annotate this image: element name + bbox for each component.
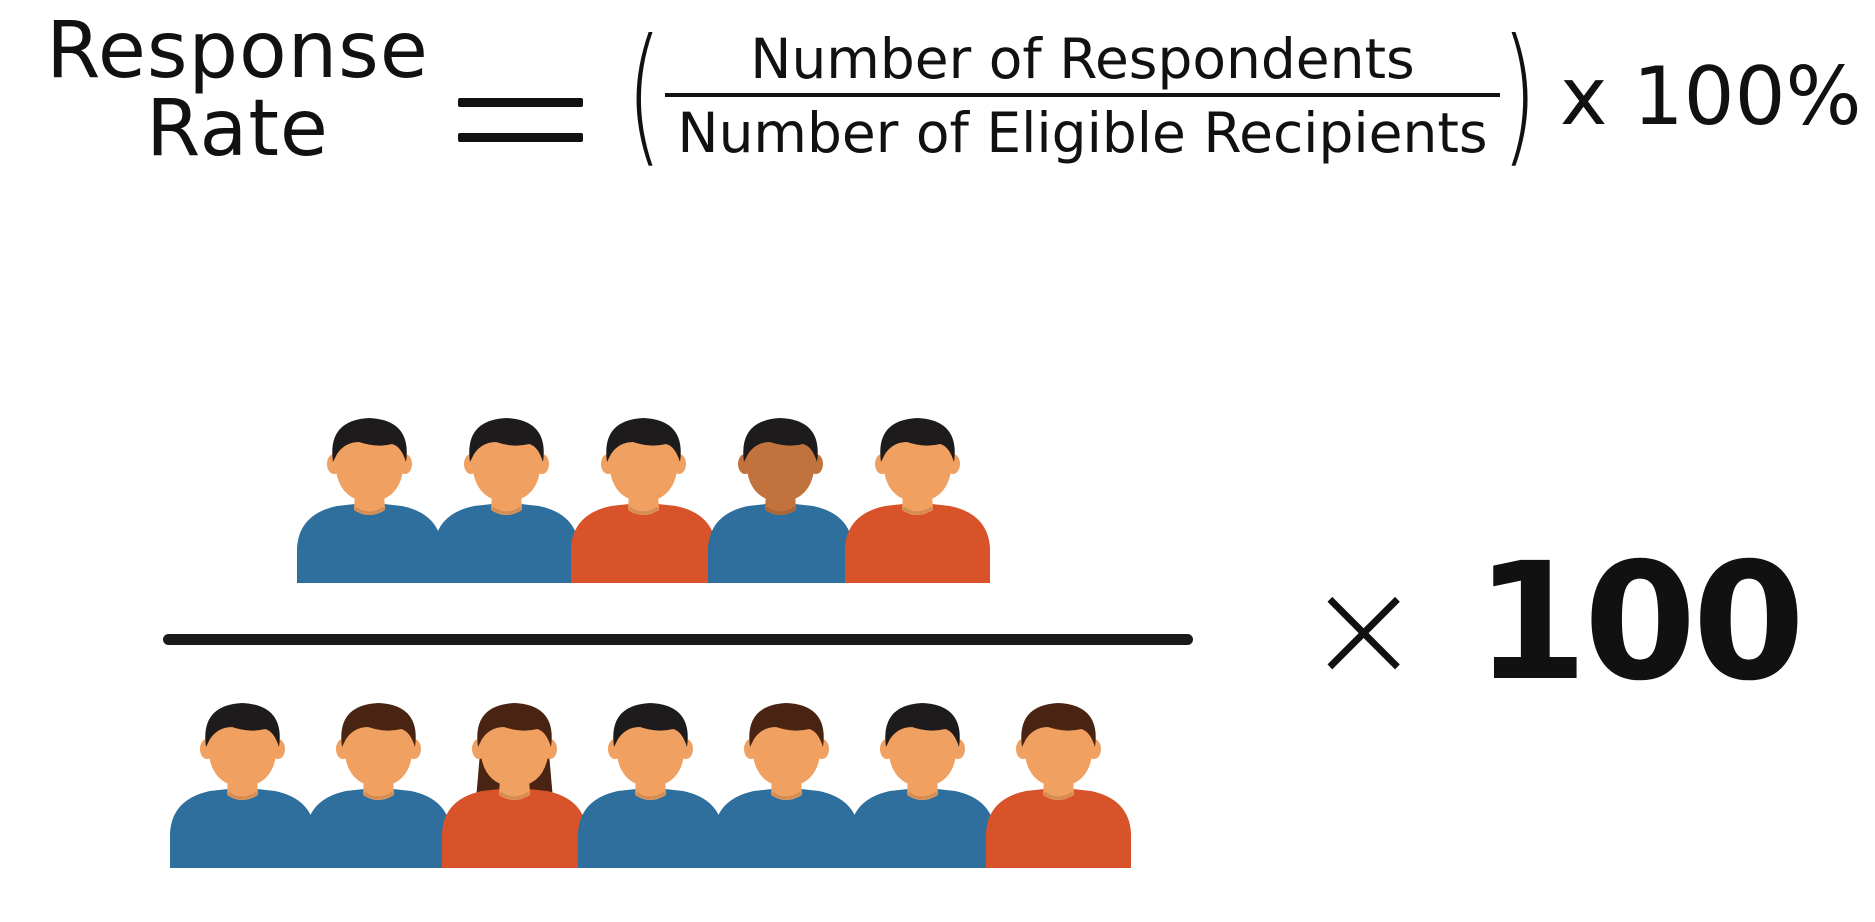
person-icon	[170, 693, 315, 868]
respondents-group	[297, 408, 992, 583]
multiply-sign: ×	[1305, 548, 1423, 711]
formula-multiplier: x 100%	[1560, 50, 1862, 143]
person-icon	[986, 693, 1131, 868]
response-rate-formula: Response Rate ( Number of Respondents Nu…	[0, 0, 1875, 190]
eligible-recipients-group	[170, 693, 1133, 868]
person-icon	[714, 693, 859, 868]
person-icon	[708, 408, 853, 583]
multiplier-value: 100	[1475, 529, 1805, 717]
lhs-line-2: Rate	[146, 84, 329, 174]
person-icon	[434, 408, 579, 583]
formula-lhs: Response Rate	[35, 12, 440, 168]
formula-fraction: Number of Respondents Number of Eligible…	[665, 28, 1500, 164]
illustration-fraction-bar	[163, 634, 1193, 645]
equals-sign	[458, 98, 583, 168]
fraction-denominator: Number of Eligible Recipients	[677, 101, 1488, 165]
person-icon	[306, 693, 451, 868]
person-icon	[578, 693, 723, 868]
lhs-line-1: Response	[46, 6, 429, 96]
person-icon	[845, 408, 990, 583]
left-parenthesis: (	[626, 8, 662, 182]
person-icon	[850, 693, 995, 868]
person-icon	[442, 693, 587, 868]
person-icon	[571, 408, 716, 583]
fraction-bar	[665, 93, 1500, 97]
person-icon	[297, 408, 442, 583]
fraction-numerator: Number of Respondents	[750, 27, 1415, 91]
right-parenthesis: )	[1501, 8, 1537, 182]
